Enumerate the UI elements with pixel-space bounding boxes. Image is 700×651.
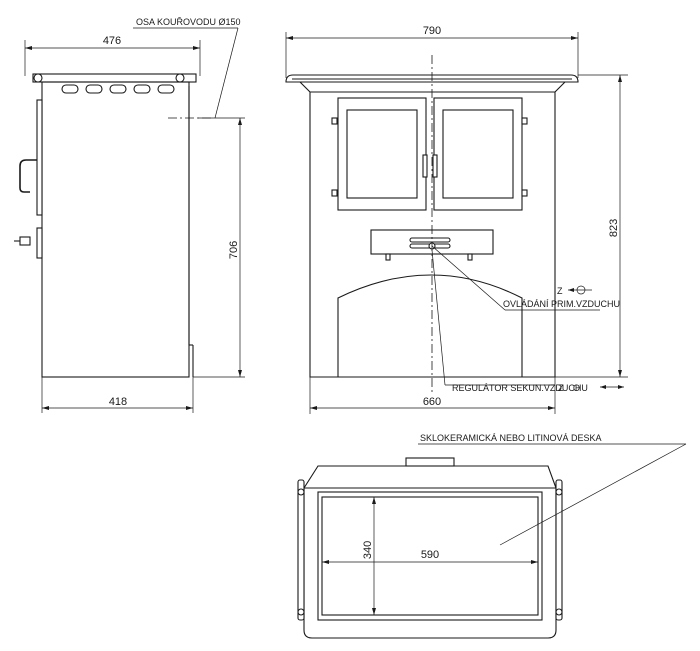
front-body: [299, 81, 566, 378]
side-body: [41, 81, 190, 378]
secondary-air-label: REGULÁTOR SEKUN.VZDUCHU: [452, 383, 588, 393]
o-symbol: O: [573, 383, 580, 393]
door-left: [337, 97, 427, 211]
dim-front-height: 823: [608, 219, 620, 237]
flue-axis-label: OSA KOUŘOVODU Ø150: [136, 17, 241, 27]
dim-front-top: 790: [423, 25, 441, 37]
door-right: [433, 97, 523, 211]
top-view: 340 590 SKLOKERAMICKÁ NEBO LITINOVÁ DESK…: [297, 433, 687, 639]
arch-opening: [337, 274, 523, 377]
flue-collar: [405, 457, 455, 467]
top-outer-body: [303, 465, 557, 639]
side-top-plate: [32, 73, 197, 83]
z-symbol-1: Z: [557, 286, 563, 296]
front-view: 790 823: [285, 25, 628, 414]
dim-side-bottom: 418: [109, 396, 127, 408]
side-view: 476 OSA KOUŘOVODU Ø150: [14, 17, 245, 413]
hob-plate: [321, 496, 539, 616]
dim-side-height: 706: [228, 241, 240, 259]
hob-label: SKLOKERAMICKÁ NEBO LITINOVÁ DESKA: [420, 433, 602, 443]
dim-top-depth: 340: [362, 541, 374, 559]
z-symbol-2: Z: [558, 383, 564, 393]
dim-top-width: 590: [421, 549, 439, 561]
primary-air-label: OVLÁDÁNÍ PRIM.VZDUCHU: [503, 299, 620, 309]
dim-front-bottom: 660: [423, 396, 441, 408]
dim-side-top: 476: [103, 35, 121, 47]
